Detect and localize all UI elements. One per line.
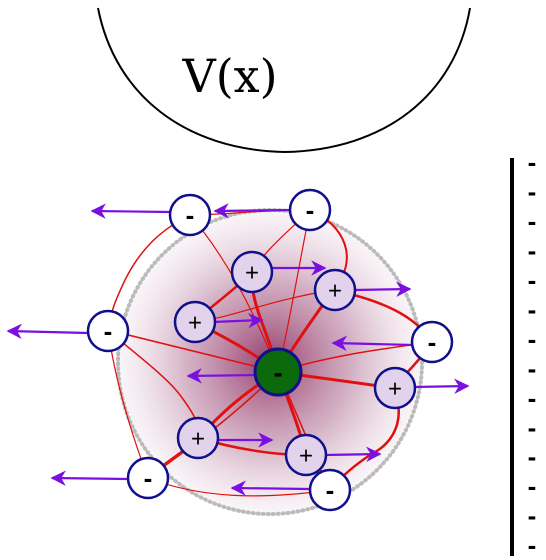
- electrode-charge-mark: -: [528, 324, 537, 354]
- svg-text:-: -: [186, 200, 195, 230]
- svg-text:-: -: [104, 316, 113, 346]
- svg-text:+: +: [299, 442, 313, 469]
- force-arrow: [90, 203, 171, 219]
- svg-text:-: -: [306, 195, 315, 225]
- ion-neg-top-left: -: [168, 193, 212, 237]
- electrode-charge-mark: -: [528, 265, 537, 295]
- ion-pos-right: +: [373, 366, 417, 410]
- electrode-charge-mark: -: [528, 412, 537, 442]
- force-arrow: [412, 378, 470, 394]
- electrode-charge-mark: -: [528, 294, 537, 324]
- electrode-charges: --------------: [528, 147, 537, 560]
- svg-text:+: +: [188, 309, 202, 336]
- svg-text:-: -: [273, 357, 282, 388]
- electrode-charge-mark: -: [528, 177, 537, 207]
- ion-neg-bottom-right: -: [308, 468, 352, 512]
- ion-neg-bottom-left: -: [126, 456, 170, 500]
- center-ion: -: [253, 347, 303, 397]
- force-arrow: [331, 335, 414, 352]
- electrode-charge-mark: -: [528, 501, 537, 531]
- force-arrow: [212, 312, 264, 329]
- svg-text:+: +: [388, 375, 402, 402]
- ion-neg-right: -: [410, 320, 454, 364]
- svg-text:-: -: [326, 475, 335, 505]
- svg-text:-: -: [428, 327, 437, 357]
- electrode-charge-mark: -: [528, 442, 537, 472]
- force-arrows: [6, 203, 470, 496]
- electrode-charge-mark: -: [528, 206, 537, 236]
- ion-neg-left: -: [86, 309, 130, 353]
- potential-label: V(x): [181, 49, 277, 103]
- potential-well-curve: [97, 7, 471, 154]
- svg-text:+: +: [245, 259, 259, 286]
- force-arrow: [354, 281, 412, 297]
- force-arrow: [50, 470, 131, 486]
- svg-text:+: +: [191, 425, 205, 452]
- ion-pos-bottom-mid: +: [284, 433, 328, 477]
- electrode-charge-mark: -: [528, 383, 537, 413]
- force-arrow: [6, 323, 89, 340]
- ion-pos-bottom-left: +: [176, 416, 220, 460]
- electrode-charge-mark: -: [528, 530, 537, 560]
- electrode-charge-mark: -: [528, 147, 537, 177]
- ion-neg-top-right: -: [288, 188, 332, 232]
- force-arrow: [213, 203, 291, 219]
- svg-text:+: +: [328, 277, 342, 304]
- ion-pos-top-right: +: [313, 268, 357, 312]
- ion-pos-top-mid: +: [230, 250, 274, 294]
- force-arrow: [186, 368, 259, 384]
- electrode-charge-mark: -: [528, 236, 537, 266]
- force-arrow: [230, 480, 311, 496]
- ion-pos-left: +: [173, 300, 217, 344]
- electrode-charge-mark: -: [528, 471, 537, 501]
- svg-text:-: -: [144, 463, 153, 493]
- electrode-charge-mark: -: [528, 353, 537, 383]
- force-arrow: [324, 446, 382, 462]
